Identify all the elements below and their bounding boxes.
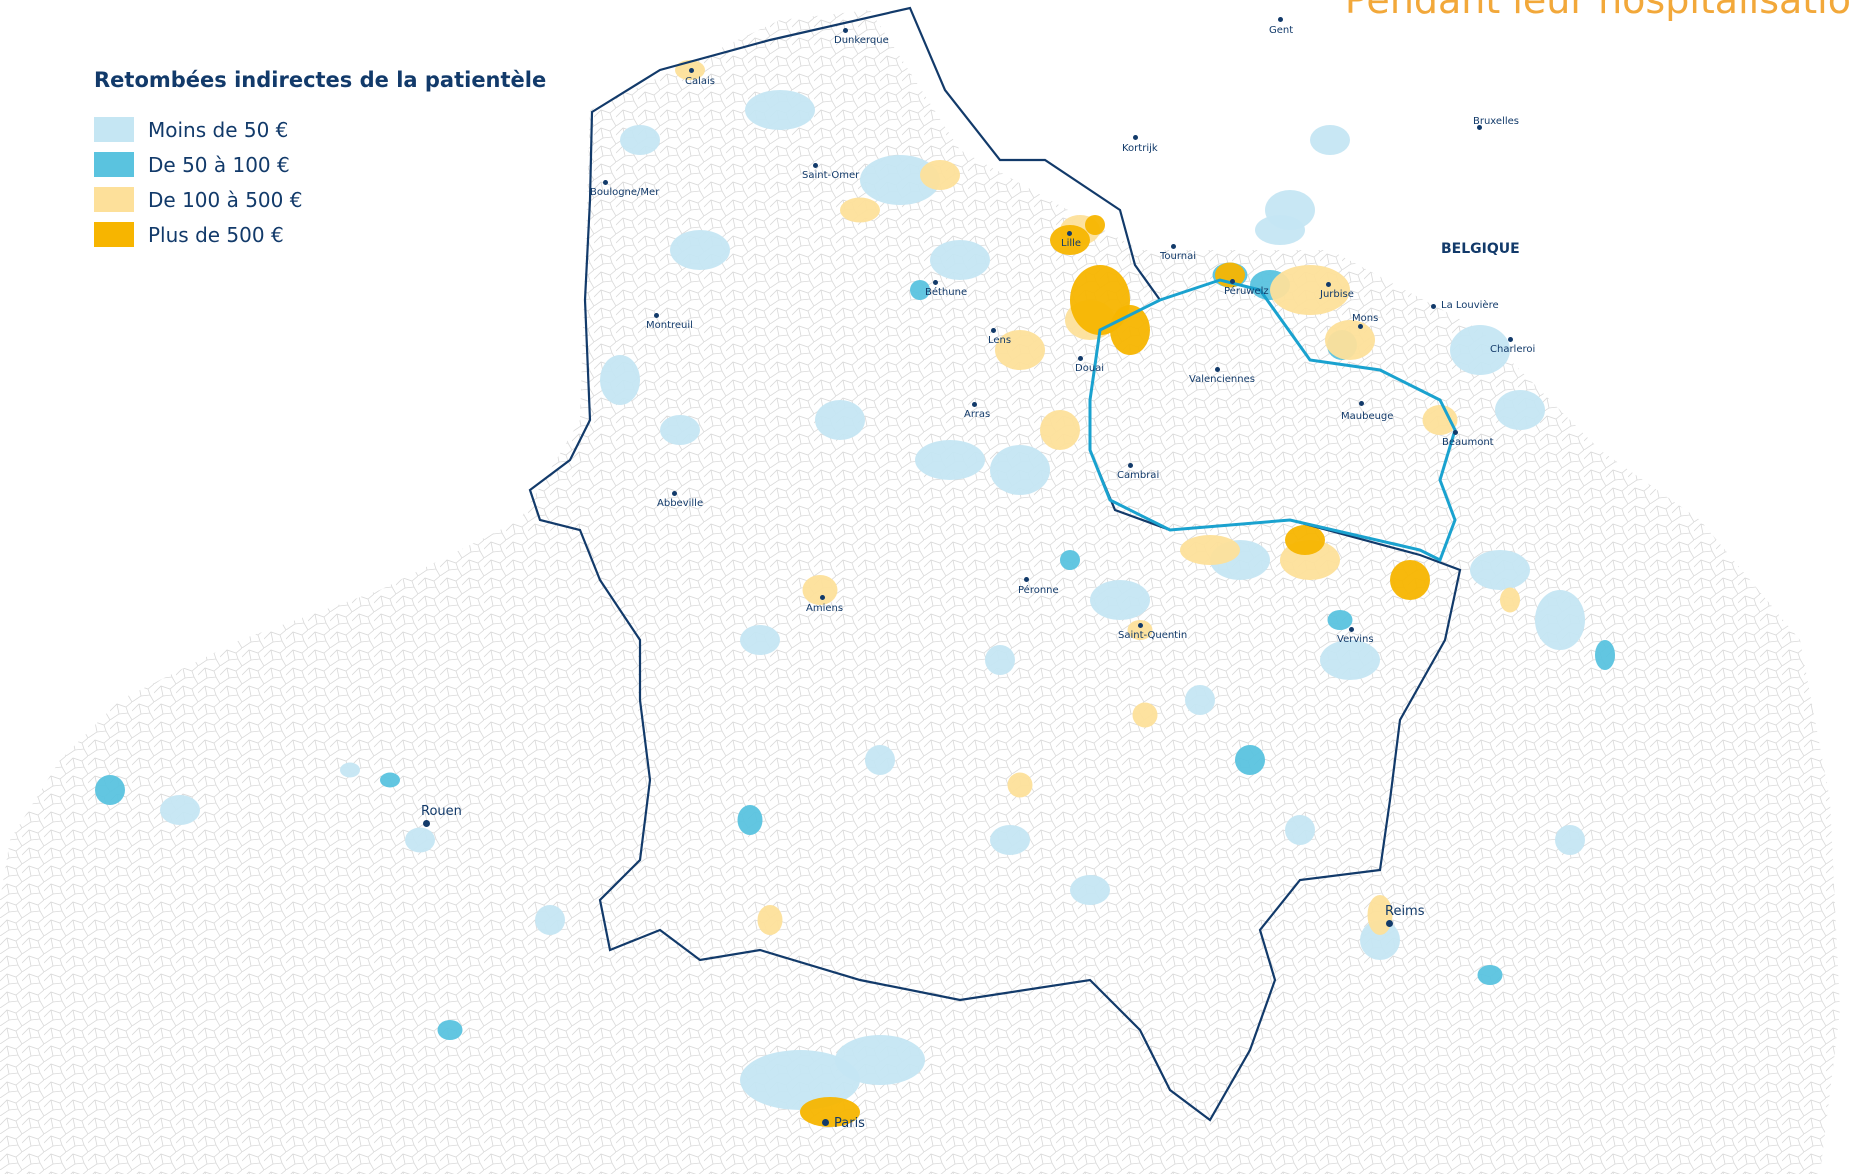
commune-patch	[405, 827, 435, 853]
commune-patch	[840, 197, 880, 223]
legend-item-less-50: Moins de 50 €	[94, 112, 546, 147]
commune-patch	[1110, 305, 1150, 355]
commune-patch	[1360, 920, 1400, 960]
commune-patch	[1320, 640, 1380, 680]
commune-patch	[757, 905, 783, 935]
page-title-fragment: Pendant leur hospitalisatio	[1344, 0, 1851, 22]
commune-patch	[1422, 405, 1458, 435]
legend: Retombées indirectes de la patientèle Mo…	[94, 68, 546, 252]
commune-patch	[920, 160, 960, 190]
commune-patch	[740, 1050, 860, 1110]
legend-title: Retombées indirectes de la patientèle	[94, 68, 547, 92]
commune-patch	[815, 400, 865, 440]
commune-patch	[620, 125, 660, 155]
region-border-hauts-de-france	[528, 6, 1462, 1122]
commune-patch	[1040, 410, 1080, 450]
commune-patch	[1477, 965, 1503, 985]
legend-item-100-500: De 100 à 500 €	[94, 182, 546, 217]
commune-patch	[915, 440, 985, 480]
commune-patch	[910, 280, 930, 300]
legend-swatch	[94, 187, 134, 212]
commune-patch	[1235, 745, 1265, 775]
commune-patch	[835, 1035, 925, 1085]
commune-patch	[1555, 825, 1585, 855]
commune-patch	[1127, 620, 1153, 640]
commune-patch	[1390, 560, 1430, 600]
legend-swatch	[94, 117, 134, 142]
commune-patch	[1007, 772, 1033, 798]
commune-patch	[1500, 587, 1520, 613]
commune-patch	[1285, 525, 1325, 555]
commune-patch	[860, 155, 940, 205]
commune-patch	[1310, 125, 1350, 155]
commune-patch	[800, 1097, 860, 1127]
commune-patch	[1270, 265, 1350, 315]
commune-patch	[990, 445, 1050, 495]
commune-patch	[1132, 702, 1158, 728]
commune-patch	[802, 575, 838, 605]
commune-patch	[1450, 325, 1510, 375]
commune-patch	[660, 415, 700, 445]
legend-swatch	[94, 152, 134, 177]
commune-patch	[380, 772, 400, 788]
commune-patch	[1495, 390, 1545, 430]
commune-patch	[1085, 215, 1105, 235]
commune-patch	[95, 775, 125, 805]
commune-patch	[745, 90, 815, 130]
border-valenciennes-zone	[1088, 278, 1457, 563]
commune-patch	[1265, 190, 1315, 230]
commune-patch	[1595, 640, 1615, 670]
commune-patch	[1325, 320, 1375, 360]
commune-patch	[437, 1020, 463, 1040]
commune-patch	[740, 625, 780, 655]
commune-patch	[1070, 875, 1110, 905]
legend-item-more-500: Plus de 500 €	[94, 217, 546, 252]
commune-patch	[737, 805, 763, 835]
map-landmass	[0, 10, 1840, 1174]
commune-patch	[600, 355, 640, 405]
commune-patch	[1090, 580, 1150, 620]
legend-label: De 50 à 100 €	[148, 152, 290, 177]
commune-patch	[1535, 590, 1585, 650]
commune-patch	[1050, 225, 1090, 255]
legend-label: De 100 à 500 €	[148, 187, 303, 212]
commune-patch	[995, 330, 1045, 370]
legend-item-50-100: De 50 à 100 €	[94, 147, 546, 182]
commune-patch	[1185, 685, 1215, 715]
commune-patch	[1285, 815, 1315, 845]
commune-patch	[865, 745, 895, 775]
legend-label: Plus de 500 €	[148, 222, 284, 247]
country-label-belgique: BELGIQUE	[1441, 241, 1520, 257]
legend-label: Moins de 50 €	[148, 117, 289, 142]
legend-swatch	[94, 222, 134, 247]
commune-patch	[930, 240, 990, 280]
commune-patch	[990, 825, 1030, 855]
commune-patch	[1327, 610, 1353, 630]
commune-patch	[535, 905, 565, 935]
commune-patch	[1180, 535, 1240, 565]
commune-patch	[1060, 550, 1080, 570]
commune-patch	[670, 230, 730, 270]
commune-patch	[1470, 550, 1530, 590]
commune-patch	[340, 762, 360, 778]
commune-patch	[160, 795, 200, 825]
commune-patch	[985, 645, 1015, 675]
